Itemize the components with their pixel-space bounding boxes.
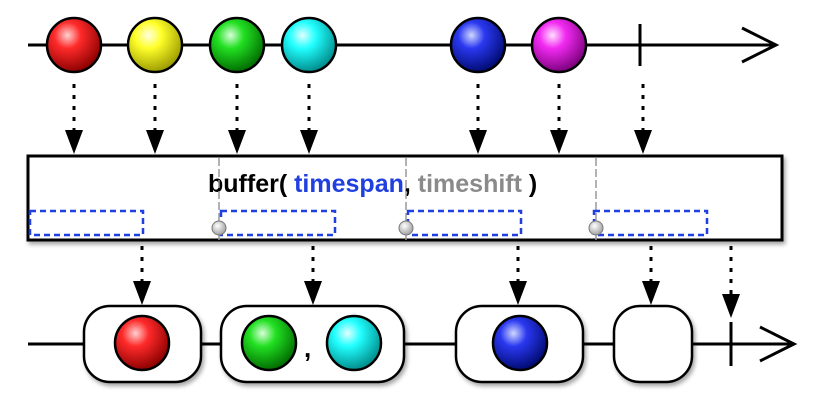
operator-box: buffer( timespan, timeshift ) [26,154,784,242]
buffer-container [612,304,694,384]
input-arrow-blue [469,84,487,154]
buffered-marble-green [240,314,298,372]
buffer-window [211,158,337,240]
operator-label-prefix: buffer( [208,170,294,198]
output-arrow-complete [722,246,740,318]
source-marbles [45,16,588,74]
output-arrows [133,246,740,318]
input-arrow-cyan [300,84,318,154]
buffer-window [588,158,709,240]
output-buffer [82,304,203,384]
output-arrow-2 [304,246,322,305]
output-buffers: , [82,304,694,384]
output-arrow-1 [133,246,151,305]
input-arrow-green [228,84,246,154]
marble-cyan [280,16,338,74]
input-arrow-red [65,84,83,154]
buffered-marble-blue [491,314,549,372]
marble-blue [449,16,507,74]
operator-label-suffix: ) [522,170,537,198]
buffer-windows [28,158,709,240]
buffered-marble-red [113,314,171,372]
marble-yellow [126,16,184,74]
operator-arg-timeshift: timeshift [418,170,523,198]
marble-red [45,16,103,74]
marble-magenta [530,16,588,74]
buffered-marble-cyan [325,314,383,372]
input-arrows [65,84,652,154]
input-arrow-complete [634,84,652,154]
output-buffer: , [219,304,406,384]
buffer-item-separator: , [304,333,311,363]
source-timeline-arrowhead [741,26,780,64]
operator-label-separator: , [404,170,418,198]
output-timeline-arrowhead [759,325,798,363]
input-arrow-yellow [146,84,164,154]
operator-label: buffer( timespan, timeshift ) [208,170,537,198]
output-arrow-3 [509,246,527,305]
marble-green [208,16,266,74]
input-arrow-magenta [550,84,568,154]
output-arrow-4 [642,246,660,305]
buffer-window [28,209,145,237]
output-buffer [454,304,585,384]
buffer-window [398,158,523,240]
window-start-handle [588,220,604,236]
operator-arg-timespan: timespan [294,170,404,198]
window-start-handle [398,220,414,236]
output-buffer [612,304,694,384]
window-start-handle [211,220,227,236]
